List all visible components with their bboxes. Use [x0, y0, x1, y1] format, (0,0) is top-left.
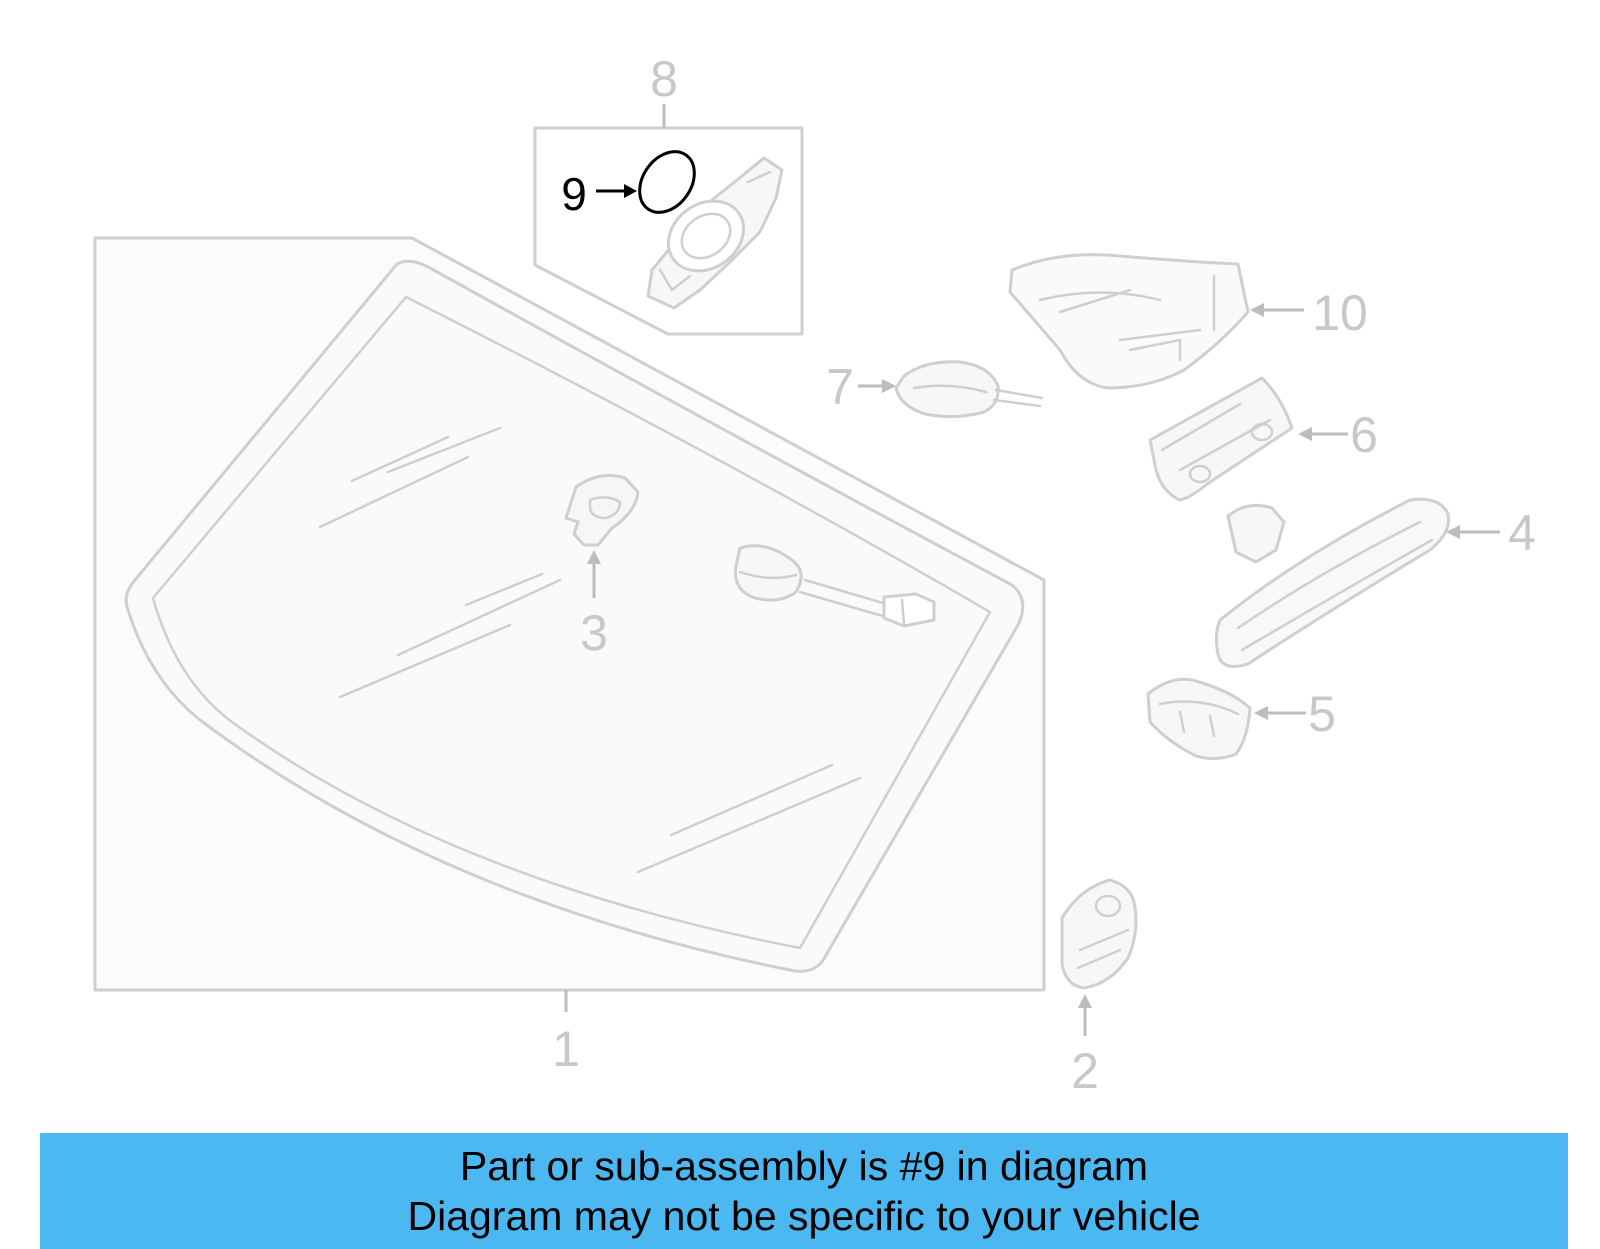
glass-reflection-lines [318, 426, 862, 874]
windshield-group [93, 236, 1046, 1012]
callout-5: 5 [1308, 686, 1336, 742]
rear-view-mirror [1214, 497, 1500, 668]
mirror-cover-front [1148, 376, 1348, 502]
callout-1: 1 [552, 1021, 580, 1077]
mirror-bracket-harness [858, 360, 1044, 419]
callout-10: 10 [1312, 285, 1368, 341]
sensor-gasket [638, 150, 696, 214]
callout-6: 6 [1350, 407, 1378, 463]
arrow-9 [624, 184, 637, 198]
windshield-glass [124, 259, 1025, 973]
info-banner: Part or sub-assembly is #9 in diagram Di… [40, 1133, 1568, 1249]
banner-line-part: Part or sub-assembly is #9 in diagram [459, 1143, 1149, 1189]
banner-line-disclaimer: Diagram may not be specific to your vehi… [407, 1193, 1201, 1239]
callout-4: 4 [1508, 505, 1536, 561]
arrow-3 [587, 550, 601, 564]
glass-sensor [733, 544, 936, 628]
mirror-mount-bracket [564, 474, 640, 547]
mirror-cover-upper [1008, 253, 1304, 390]
callout-2: 2 [1071, 1043, 1099, 1099]
callout-3: 3 [580, 605, 608, 661]
callout-8: 8 [650, 51, 678, 107]
callout-9: 9 [561, 168, 587, 220]
callout-7: 7 [826, 359, 854, 415]
windshield-inner-edge [151, 295, 992, 950]
sensor-bracket [1060, 878, 1138, 1036]
rain-sensor-assembly [646, 156, 784, 310]
inset-box-8 [533, 104, 804, 336]
mirror-cover-lower [1146, 677, 1306, 761]
